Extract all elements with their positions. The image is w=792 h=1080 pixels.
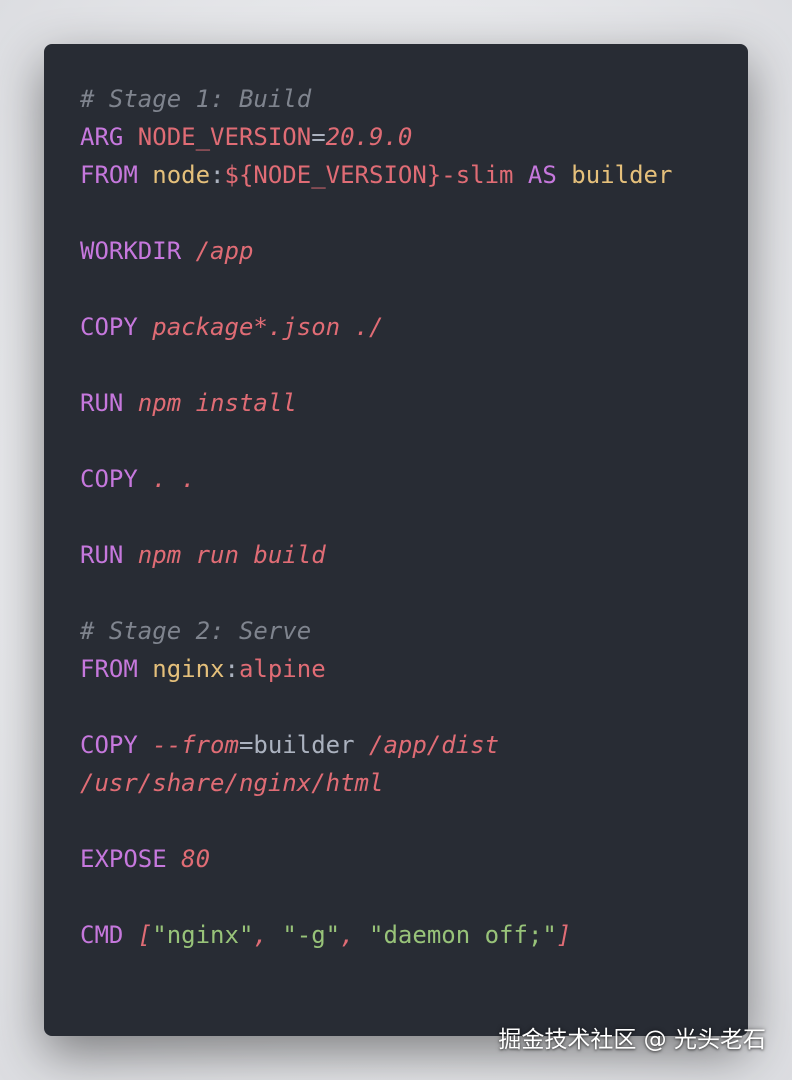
code-token: ${NODE_VERSION}-slim <box>224 161 514 189</box>
code-token: node <box>152 161 211 189</box>
code-token: FROM <box>80 655 153 683</box>
code-token: 20.9.0 <box>325 123 413 151</box>
code-line: # Stage 2: Serve <box>80 612 672 650</box>
code-token: ARG <box>80 123 138 151</box>
code-line-blank <box>80 574 672 612</box>
code-token: npm install <box>137 389 297 417</box>
code-line: ARG NODE_VERSION=20.9.0 <box>80 118 672 156</box>
code-line-blank <box>80 270 672 308</box>
code-token: NODE_VERSION <box>137 123 312 151</box>
code-token: ] <box>556 921 572 949</box>
code-token: 80 <box>181 845 211 873</box>
code-line-blank <box>80 346 672 384</box>
code-token: package*.json ./ <box>152 313 384 341</box>
code-line: CMD ["nginx", "-g", "daemon off;"] <box>80 916 672 954</box>
code-line-blank <box>80 802 672 840</box>
code-token: COPY <box>80 731 153 759</box>
code-line: COPY --from=builder /app/dist <box>80 726 672 764</box>
code-token: = <box>311 123 326 151</box>
code-line-blank <box>80 422 672 460</box>
code-token: # Stage 1: Build <box>80 85 312 113</box>
code-line: RUN npm install <box>80 384 672 422</box>
code-token: npm run build <box>137 541 326 569</box>
code-line-blank <box>80 688 672 726</box>
code-line: COPY . . <box>80 460 672 498</box>
code-line: WORKDIR /app <box>80 232 672 270</box>
code-line: EXPOSE 80 <box>80 840 672 878</box>
code-token: . . <box>152 465 196 493</box>
code-token: nginx <box>152 655 225 683</box>
code-token: "nginx" <box>152 921 254 949</box>
code-token: --from <box>152 731 239 759</box>
code-token: EXPOSE <box>80 845 182 873</box>
code-line: RUN npm run build <box>80 536 672 574</box>
code-token: /app/dist <box>369 731 500 759</box>
code-token: WORKDIR <box>80 237 196 265</box>
code-token: "-g" <box>282 921 341 949</box>
code-token: , <box>253 921 283 949</box>
watermark: 掘金技术社区 @ 光头老石 <box>498 1027 766 1053</box>
code-line: FROM nginx:alpine <box>80 650 672 688</box>
code-token: /app <box>195 237 254 265</box>
code-token: RUN <box>80 541 138 569</box>
code-token: RUN <box>80 389 138 417</box>
code-token: =builder <box>238 731 369 759</box>
code-token: COPY <box>80 465 153 493</box>
code-token: /usr/share/nginx/html <box>80 769 384 797</box>
code-token: AS <box>513 161 572 189</box>
code-token: # Stage 2: Serve <box>80 617 312 645</box>
code-token: : <box>224 655 239 683</box>
code-token: COPY <box>80 313 153 341</box>
code-token: "daemon off;" <box>369 921 557 949</box>
code-token: FROM <box>80 161 153 189</box>
code-line-blank <box>80 194 672 232</box>
code-line: /usr/share/nginx/html <box>80 764 672 802</box>
code-token: alpine <box>238 655 326 683</box>
code-line: # Stage 1: Build <box>80 80 672 118</box>
code-line: COPY package*.json ./ <box>80 308 672 346</box>
code-token: CMD <box>80 921 138 949</box>
code-token: : <box>210 161 225 189</box>
code-token: , <box>340 921 370 949</box>
code-line-blank <box>80 498 672 536</box>
code-token: builder <box>571 161 673 189</box>
code-line-blank <box>80 878 672 916</box>
code-line: FROM node:${NODE_VERSION}-slim AS builde… <box>80 156 672 194</box>
code-token: [ <box>137 921 153 949</box>
